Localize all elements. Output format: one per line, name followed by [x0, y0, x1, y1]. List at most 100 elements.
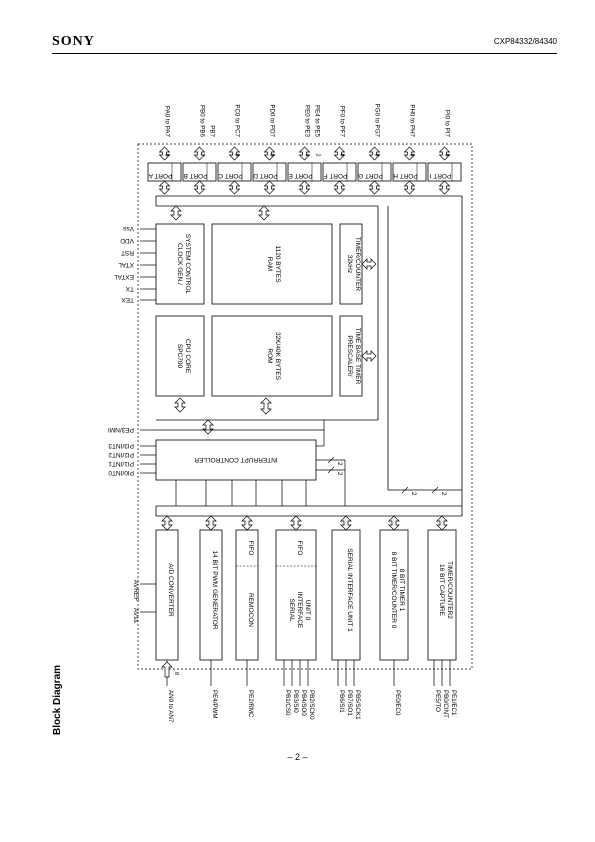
internal-bus — [155, 195, 463, 517]
port-width: 8 — [374, 153, 380, 156]
prescaler-label-2: TIME BASE TIMER — [354, 328, 361, 385]
port-label: PORT D — [253, 172, 278, 179]
peripheral-label: INTERFACE — [296, 592, 303, 629]
port-bus-arrow — [193, 180, 206, 195]
bus-width-labels: 2 2 2 2 — [336, 462, 446, 496]
port-io-arrow — [158, 146, 171, 161]
port-io-arrow — [298, 146, 311, 161]
peripheral-label: SERIAL — [288, 598, 295, 622]
analog-width: 8 — [173, 672, 179, 675]
cpu-block — [155, 315, 205, 397]
peripheral-pin-label: PB6/SI1 — [338, 690, 345, 713]
fifo-label: FIFO — [247, 541, 254, 556]
peripheral-label: UNIT 0 — [304, 600, 311, 621]
port-pin-label: PF0 to PF7 — [339, 106, 346, 138]
peripheral-label: REMOCON — [247, 593, 254, 627]
peripheral-bus-arrow — [241, 515, 253, 531]
port-label: PORT A — [148, 172, 172, 179]
left-pin-label: TX — [125, 285, 134, 292]
port-pin-label: PB0 to PB6 — [199, 105, 206, 138]
port-bus-arrow — [368, 180, 381, 195]
port-label: PORT G — [358, 172, 383, 179]
peripheral-bus-arrow — [340, 515, 352, 531]
port-width-2: 2 — [315, 153, 321, 156]
analog-pins: AVREF AVss — [132, 580, 156, 623]
int-pin-label: PE3/NMI — [108, 426, 134, 433]
avss-pin: AVss — [132, 608, 139, 623]
peripheral-bus-arrow — [205, 515, 217, 531]
prescaler-side-arrow — [361, 350, 377, 362]
port-width: 8 — [269, 153, 275, 156]
peripheral-label: 8 BIT TIMER 1 — [398, 569, 405, 612]
port-width: 8 — [234, 153, 240, 156]
left-pin-label: XTAL — [118, 261, 134, 268]
interrupt-bus-arrow — [202, 419, 214, 435]
port-pin-label: PA0 to PA7 — [164, 106, 171, 138]
timer32k-label-2: TIMER/COUNTER — [354, 237, 361, 291]
peripheral-bus-arrow — [388, 515, 400, 531]
part-number: CXP84332/84340 — [493, 37, 557, 46]
port-label: PORT B — [184, 172, 208, 179]
timer32k-side-arrow — [361, 258, 377, 270]
peripheral-bus-arrow — [436, 515, 448, 531]
port-width: 8 — [409, 153, 415, 156]
peripheral-pin-label: PE5/TO — [434, 690, 441, 712]
port-pin-label: PD0 to PD7 — [269, 104, 276, 137]
chip-boundary — [137, 143, 473, 670]
peripheral-label: 14 BIT PWM GENERATOR — [211, 550, 218, 629]
rom-block — [211, 315, 333, 397]
peripheral-label: A/D CONVERTER — [167, 563, 174, 617]
int-pin-label: PI1/INT1 — [108, 460, 134, 467]
port-io-arrow — [333, 146, 346, 161]
port-label: PORT H — [393, 172, 418, 179]
peripheral-block-5 — [331, 529, 361, 661]
interrupt-label: INTERRUPT CONTROLLER — [194, 456, 278, 463]
port-bus-arrow — [403, 180, 416, 195]
port-width: 8 — [164, 153, 170, 156]
page-number: – 2 – — [287, 752, 308, 762]
peripheral-pin-label: AN0 to AN7 — [167, 690, 174, 723]
port-pin-label: PG0 to PG7 — [374, 104, 381, 138]
int-pin-label: PI2/INT2 — [108, 451, 134, 458]
port-io-arrow — [228, 146, 241, 161]
cpu-label-2: CPU CORE — [184, 339, 191, 374]
port-pin-label: PI0 to PI7 — [444, 110, 451, 138]
peripheral-pin-label: PB1/CS0 — [284, 690, 291, 716]
left-pin-label: TEX — [121, 296, 134, 303]
port-width: 8 — [444, 153, 450, 156]
peripheral-label: TIMER/COUNTER2 — [446, 561, 453, 619]
int-pin-label: PI0/INT0 — [108, 469, 134, 476]
port-pin-label: PC0 to PC7 — [234, 104, 241, 137]
rom-label-1: ROM — [266, 348, 273, 363]
left-pin-label: RST — [121, 249, 134, 256]
clock-label-2: SYSTEM CONTROL — [184, 234, 191, 295]
ram-block — [211, 223, 333, 305]
peripheral-pin-label: PE4/PWM — [211, 690, 218, 719]
port-pin-label: PE0 to PE3 — [304, 105, 311, 138]
peripheral-pin-label: PE2/RMC — [247, 690, 254, 718]
header-rule — [52, 53, 557, 54]
port-io-arrow — [263, 146, 276, 161]
timer32k-label-1: 32kHz — [346, 255, 353, 273]
avref-pin: AVREF — [132, 580, 139, 601]
peripheral-block-4 — [275, 529, 317, 661]
port-bus-arrow — [438, 180, 451, 195]
bus-width-3: 2 — [410, 492, 416, 496]
port-width: 8 — [339, 153, 345, 156]
brand-logo: SONY — [52, 34, 95, 49]
peripheral-label: 8 BIT TIMER/COUNTER 0 — [390, 552, 397, 629]
fifo-label: FIFO — [296, 541, 303, 556]
left-pin-label: EXTAL — [114, 273, 134, 280]
bus-arrows — [170, 205, 377, 435]
port-label: PORT E — [288, 172, 313, 179]
port-io-arrow — [368, 146, 381, 161]
interrupt-connections — [175, 420, 462, 506]
port-label: PORT I — [430, 172, 452, 179]
peripheral-pin-label: PB4/SO0 — [300, 690, 307, 716]
peripheral-bus-arrow — [290, 515, 302, 531]
port-bus-arrow — [158, 180, 171, 195]
